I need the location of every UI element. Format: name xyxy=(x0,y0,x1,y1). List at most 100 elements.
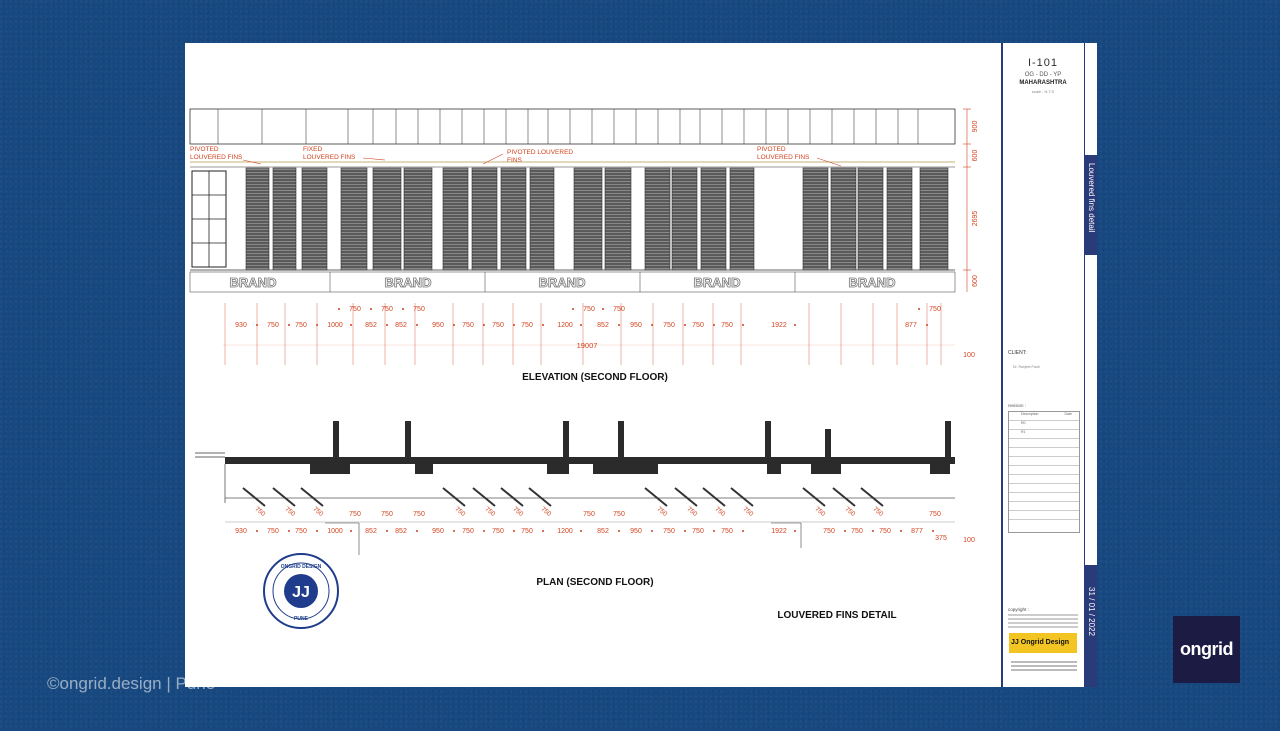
plan-dim-upper: 750 xyxy=(413,511,425,518)
elevation-title: ELEVATION (SECOND FLOOR) xyxy=(522,372,668,383)
plan-fin xyxy=(442,487,466,507)
plan-pier xyxy=(767,464,781,474)
vertical-dim-label: 600 xyxy=(972,275,979,287)
callout-pivoted-right: LOUVERED FINS xyxy=(757,154,810,161)
plan-column xyxy=(333,421,339,464)
plan-dim-upper: 750 xyxy=(583,511,595,518)
plan-fin xyxy=(272,487,296,507)
plan-fin-label: 750 xyxy=(311,506,324,518)
title-block: I-101 OG - DD - YP MAHARASHTRA scale : N… xyxy=(1001,43,1097,687)
revision-table: Description Date R0 R1 xyxy=(1008,411,1080,533)
dim-dot xyxy=(416,324,418,326)
dim-dot xyxy=(288,324,290,326)
plan-dim-lower: 750 xyxy=(721,528,733,535)
dim-dot xyxy=(386,324,388,326)
plan-fin xyxy=(674,487,698,507)
dim-dot xyxy=(453,530,455,532)
elevation-dim-lower: 930 xyxy=(235,322,247,329)
plan-dim-upper: 750 xyxy=(381,511,393,518)
revision-row xyxy=(1009,511,1079,520)
plan-fin xyxy=(528,487,552,507)
revision-row xyxy=(1009,457,1079,466)
overall-dim: 19007 xyxy=(577,341,598,350)
dim-dot xyxy=(651,324,653,326)
end-dim: 100 xyxy=(963,352,975,359)
client-label: CLIENT: xyxy=(1008,350,1027,356)
plan-dim-lower: 750 xyxy=(879,528,891,535)
revision-header-date: Date xyxy=(1064,412,1072,416)
copyright-label: copyright : xyxy=(1008,607,1029,612)
plan-dim-lower: 950 xyxy=(630,528,642,535)
dim-dot xyxy=(742,324,744,326)
plan-dim-lower: 750 xyxy=(462,528,474,535)
dim-dot xyxy=(713,530,715,532)
brand-sign: BRAND xyxy=(694,275,741,290)
callout-pivoted-center: PIVOTED LOUVERED xyxy=(507,149,573,156)
dim-dot xyxy=(350,324,352,326)
plan-dim-lower: 852 xyxy=(395,528,407,535)
design-stamp: JJ ONGRID DESIGN PUNE xyxy=(263,553,339,629)
sheet-number: I-101 xyxy=(1027,57,1059,69)
plan-pier xyxy=(593,464,658,474)
elevation-dim-upper: 750 xyxy=(929,306,941,313)
plan-fin xyxy=(644,487,668,507)
sheet-scale: scale : N.T.S xyxy=(1031,89,1055,94)
callout-fixed-leader xyxy=(362,157,386,161)
plan-fin xyxy=(832,487,856,507)
dim-dot xyxy=(872,530,874,532)
revision-row xyxy=(1009,448,1079,457)
brand-sign: BRAND xyxy=(849,275,896,290)
plan-dim-lower: 750 xyxy=(267,528,279,535)
plan-drawing: 750 750 750 750 750 750 750 750 750 750 750 750 750 7… xyxy=(195,421,975,555)
plan-dim-lower: 750 xyxy=(823,528,835,535)
title-band: Louvered fins detail xyxy=(1085,155,1097,255)
watermark: ©ongrid.design | Pune xyxy=(47,674,216,693)
dim-dot xyxy=(513,530,515,532)
elevation-dim-lower: 750 xyxy=(492,322,504,329)
dim-dot xyxy=(794,530,796,532)
elevation-dim-lower: 1200 xyxy=(557,322,573,329)
plan-fin-label: 750 xyxy=(871,506,884,518)
copyright-text xyxy=(1008,614,1078,630)
ongrid-logo: ongrid xyxy=(1173,616,1240,683)
dim-dot xyxy=(900,530,902,532)
elevation-dim-lower: 750 xyxy=(692,322,704,329)
plan-dim-lower: 852 xyxy=(365,528,377,535)
revision-row xyxy=(1009,484,1079,493)
dim-dot xyxy=(453,324,455,326)
revision-row xyxy=(1009,466,1079,475)
plan-dim-lower: 877 xyxy=(911,528,923,535)
dim-dot xyxy=(338,308,340,310)
elevation-dim-lower: 852 xyxy=(597,322,609,329)
plan-dim-upper: 750 xyxy=(349,511,361,518)
plan-fin-label: 750 xyxy=(685,506,698,518)
plan-dim-upper: 750 xyxy=(613,511,625,518)
callout-pivoted-right: PIVOTED xyxy=(757,146,786,153)
callout-pivoted-right-leader xyxy=(816,157,842,167)
plan-dim-lower: 750 xyxy=(492,528,504,535)
plan-dim-lower: 750 xyxy=(295,528,307,535)
plan-column xyxy=(765,421,771,464)
fascia xyxy=(189,271,956,293)
revision-header-desc: Description xyxy=(1021,412,1039,416)
firm-name: Ongrid Design xyxy=(1020,639,1070,646)
detail-title: LOUVERED FINS DETAIL xyxy=(777,610,896,621)
callout-pivoted-left: PIVOTED xyxy=(190,146,219,153)
firm-address xyxy=(1011,661,1077,673)
elevation-dim-upper: 750 xyxy=(583,306,595,313)
elevation-dim-upper: 750 xyxy=(349,306,361,313)
dim-dot xyxy=(513,324,515,326)
elevation-dim-lower: 950 xyxy=(432,322,444,329)
elevation-dim-upper: 750 xyxy=(413,306,425,313)
dim-dot xyxy=(350,530,352,532)
plan-column xyxy=(618,421,624,464)
callout-pivoted-center: FINS xyxy=(507,157,522,164)
elevation-dim-lower: 852 xyxy=(365,322,377,329)
dim-dot xyxy=(684,324,686,326)
plan-fin-label: 750 xyxy=(713,506,726,518)
plan-pier xyxy=(310,464,350,474)
plan-fin xyxy=(702,487,726,507)
vertical-dim-label: 600 xyxy=(972,150,979,162)
plan-fin xyxy=(300,487,324,507)
